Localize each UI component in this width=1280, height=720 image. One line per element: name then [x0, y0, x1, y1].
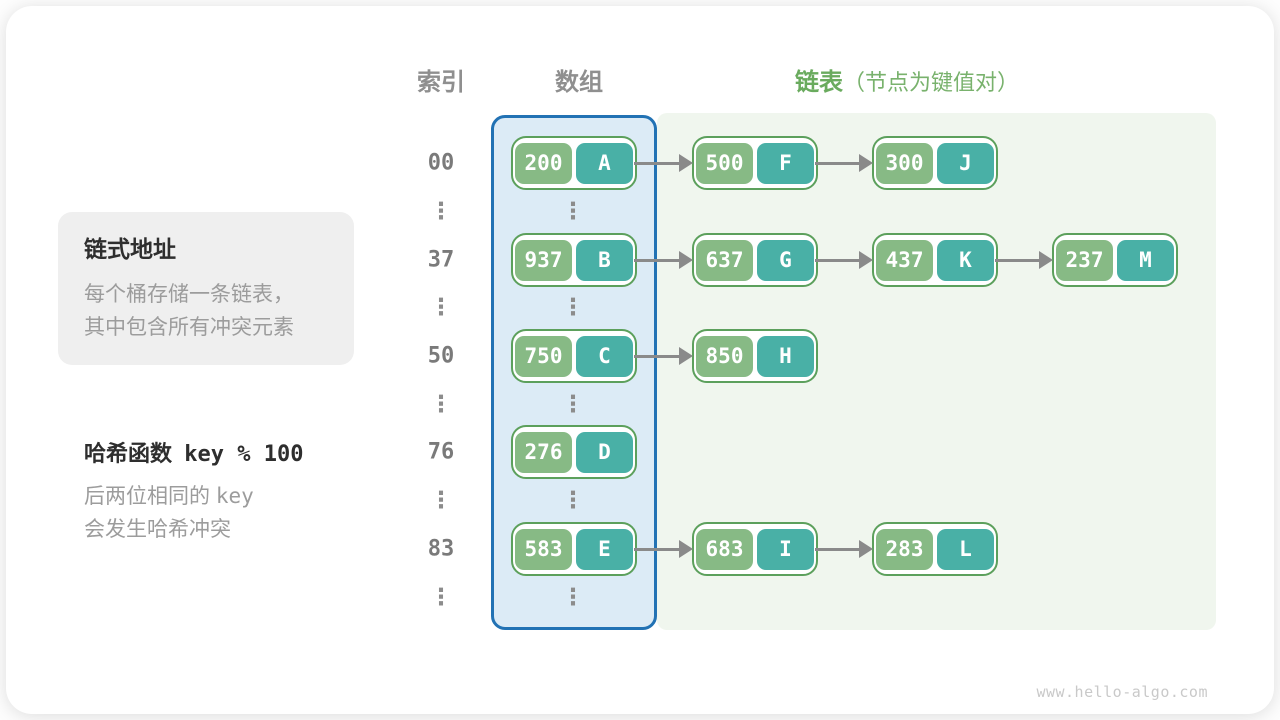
index-label: 50 [427, 343, 455, 369]
vertical-ellipsis-array: ⋮ [561, 390, 585, 417]
index-label: 37 [427, 247, 455, 273]
vertical-ellipsis-array: ⋮ [561, 486, 585, 513]
node-key: 200 [515, 142, 572, 184]
node-value: M [1117, 239, 1174, 281]
next-pointer-arrow [815, 153, 873, 173]
arrow-line [634, 547, 684, 551]
vertical-ellipsis-index: ⋮ [429, 197, 453, 224]
node-key: 937 [515, 239, 572, 281]
node-value: D [576, 431, 633, 473]
hash-function-title: 哈希函数 key % 100 [84, 441, 304, 467]
hash-note-line1: 后两位相同的 key [84, 484, 254, 508]
node-value: C [576, 335, 633, 377]
arrow-line [995, 258, 1044, 262]
watermark: www.hello-algo.com [1036, 683, 1208, 701]
arrow-head [679, 540, 693, 558]
node-value: G [757, 239, 814, 281]
info-box-title: 链式地址 [84, 236, 176, 262]
vertical-ellipsis-index: ⋮ [429, 486, 453, 513]
info-box [58, 212, 354, 365]
hash-function-formula: key % 100 [184, 442, 304, 467]
vertical-ellipsis-array: ⋮ [561, 293, 585, 320]
vertical-ellipsis-index: ⋮ [429, 390, 453, 417]
node-value: B [576, 239, 633, 281]
node-value: H [757, 335, 814, 377]
arrow-head [859, 154, 873, 172]
node-key: 637 [696, 239, 753, 281]
info-box-line2: 其中包含所有冲突元素 [84, 316, 294, 339]
node-key: 850 [696, 335, 753, 377]
hash-note-line2: 会发生哈希冲突 [84, 518, 231, 541]
next-pointer-arrow [995, 250, 1053, 270]
node-key: 276 [515, 431, 572, 473]
diagram-canvas: 索引 数组 链表（节点为键值对） 链式地址 每个桶存储一条链表， 其中包含所有冲… [6, 6, 1274, 714]
arrow-head [859, 251, 873, 269]
list-header-label: 链表 [795, 69, 843, 96]
arrow-head [679, 251, 693, 269]
column-header-array: 数组 [555, 69, 603, 96]
next-pointer-arrow [634, 539, 693, 559]
node-key: 683 [696, 528, 753, 570]
index-label: 00 [427, 150, 455, 176]
node-key: 583 [515, 528, 572, 570]
list-header-note: （节点为键值对） [843, 70, 1020, 95]
arrow-head [679, 347, 693, 365]
node-value: A [576, 142, 633, 184]
node-key: 237 [1056, 239, 1113, 281]
node-value: I [757, 528, 814, 570]
node-value: F [757, 142, 814, 184]
arrow-line [815, 258, 864, 262]
node-key: 300 [876, 142, 933, 184]
node-key: 283 [876, 528, 933, 570]
node-key: 750 [515, 335, 572, 377]
arrow-head [1039, 251, 1053, 269]
column-header-list: 链表（节点为键值对） [795, 62, 1019, 97]
arrow-line [815, 161, 864, 165]
next-pointer-arrow [634, 153, 693, 173]
vertical-ellipsis-array: ⋮ [561, 197, 585, 224]
index-label: 76 [427, 439, 455, 465]
node-key: 437 [876, 239, 933, 281]
vertical-ellipsis-index: ⋮ [429, 293, 453, 320]
node-value: K [937, 239, 994, 281]
arrow-line [634, 161, 684, 165]
index-label: 83 [427, 536, 455, 562]
arrow-line [634, 354, 684, 358]
node-value: J [937, 142, 994, 184]
vertical-ellipsis-array: ⋮ [561, 583, 585, 610]
column-header-index: 索引 [417, 69, 465, 96]
node-key: 500 [696, 142, 753, 184]
arrow-line [815, 547, 864, 551]
arrow-head [859, 540, 873, 558]
node-value: L [937, 528, 994, 570]
arrow-head [679, 154, 693, 172]
info-box-line1: 每个桶存储一条链表， [84, 283, 294, 306]
arrow-line [634, 258, 684, 262]
next-pointer-arrow [815, 539, 873, 559]
node-value: E [576, 528, 633, 570]
vertical-ellipsis-index: ⋮ [429, 583, 453, 610]
next-pointer-arrow [634, 250, 693, 270]
next-pointer-arrow [634, 346, 693, 366]
next-pointer-arrow [815, 250, 873, 270]
